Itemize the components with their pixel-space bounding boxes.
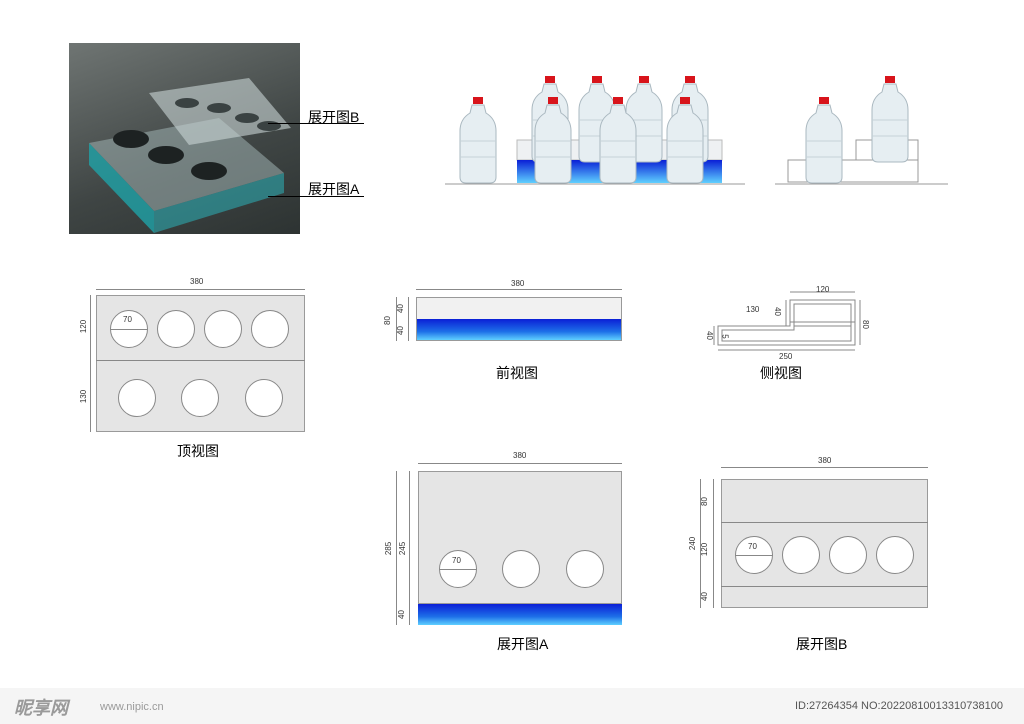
hole (876, 536, 914, 574)
hole (782, 536, 820, 574)
hole-dim: 70 (748, 542, 757, 551)
side-view-step: 130 (746, 305, 760, 314)
unfold-a-blue-strip (418, 604, 622, 625)
top-view-h2: 130 (79, 389, 89, 404)
label-line-b (268, 123, 364, 124)
top-view-title: 顶视图 (177, 443, 219, 459)
footer-bar (0, 688, 1024, 724)
front-view-lower-h: 40 (395, 326, 405, 335)
side-view-h-step: 40 (772, 307, 782, 316)
hole (157, 310, 195, 348)
dim-line (408, 297, 409, 341)
dim-line (721, 467, 928, 468)
dim-line (713, 479, 714, 608)
hole-diameter-line (735, 555, 773, 556)
top-view-width: 380 (190, 277, 204, 286)
hole (118, 379, 156, 417)
side-view-h-total: 80 (860, 320, 870, 329)
hole-dim: 70 (452, 556, 461, 565)
front-view-blue-strip (417, 319, 621, 340)
photo-label-b: 展开图B (308, 109, 360, 125)
unfold-b-h-bottom: 40 (699, 592, 709, 601)
front-view-title: 前视图 (496, 365, 538, 381)
unfold-a-h-upper: 245 (398, 541, 408, 556)
side-view-title: 侧视图 (760, 365, 802, 381)
hole (829, 536, 867, 574)
unfold-b-h-total: 240 (688, 536, 698, 551)
unfold-a: 70 (418, 471, 622, 625)
side-view-h-low: 40 (704, 331, 714, 340)
unfold-a-width: 380 (513, 451, 527, 460)
unfold-b-h-top: 80 (699, 497, 709, 506)
front-view (416, 297, 622, 341)
hole-diameter-line (110, 329, 148, 330)
image-id: ID:27264354 NO:20220810013310738100 (795, 700, 1003, 712)
fold-line (721, 522, 928, 523)
hole (566, 550, 604, 588)
unfold-b: 70 (721, 479, 928, 608)
hole (204, 310, 242, 348)
unfold-b-h-mid: 120 (700, 542, 710, 557)
photo-label-a: 展开图A (308, 181, 360, 197)
unfold-b-title: 展开图B (796, 636, 848, 652)
top-view-h1: 120 (79, 319, 89, 334)
fold-line (721, 586, 928, 587)
hole-dim: 70 (123, 315, 132, 324)
product-photo (69, 43, 300, 234)
hole (245, 379, 283, 417)
dim-line (418, 463, 622, 464)
hole (502, 550, 540, 588)
front-bottle-illustration (445, 75, 745, 185)
dim-line (90, 295, 91, 432)
hole (181, 379, 219, 417)
side-view-total-w: 250 (779, 352, 793, 361)
unfold-a-h-lower: 40 (396, 610, 406, 619)
side-view-top: 120 (816, 285, 830, 294)
dim-line (396, 471, 397, 625)
label-line-a (268, 196, 364, 197)
dim-line (96, 289, 305, 290)
front-view-upper-h: 40 (395, 304, 405, 313)
unfold-b-width: 380 (818, 456, 832, 465)
front-view-upper (417, 298, 621, 319)
unfold-a-h-total: 285 (384, 541, 394, 556)
dim-line (700, 479, 701, 608)
front-view-total: 80 (382, 316, 392, 325)
top-view: 70 (96, 295, 305, 432)
side-bottle-illustration (775, 75, 948, 185)
unfold-a-title: 展开图A (497, 636, 549, 652)
side-view (713, 291, 861, 351)
top-view-divider (96, 360, 305, 361)
front-view-width: 380 (511, 279, 525, 288)
watermark-logo: 昵享网 (14, 698, 68, 718)
dim-line (416, 289, 622, 290)
side-view-thick: 5 (720, 334, 730, 339)
hole-diameter-line (439, 569, 477, 570)
hole (251, 310, 289, 348)
watermark-url[interactable]: www.nipic.cn (100, 701, 164, 713)
dim-line (396, 297, 397, 341)
dim-line (409, 471, 410, 625)
acrylic-stand-illustration (89, 78, 291, 233)
